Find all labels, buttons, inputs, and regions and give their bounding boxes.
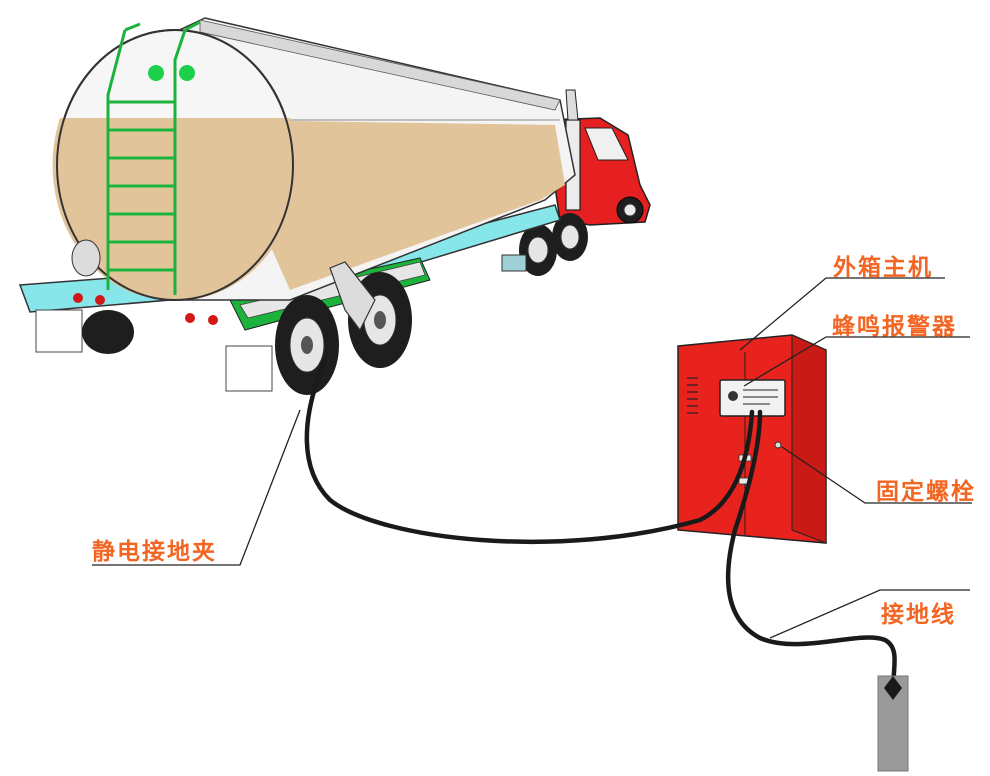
green-light-icon <box>148 65 164 81</box>
cables <box>304 357 897 693</box>
leader-bolt <box>781 446 972 504</box>
label-static-clamp: 静电接地夹 <box>92 539 217 565</box>
buzzer-alarm-panel <box>719 379 786 417</box>
tank-ladder <box>106 20 201 295</box>
grounding-cabinet <box>677 334 827 544</box>
label-buzzer-alarm: 蜂鸣报警器 <box>832 314 957 340</box>
ground-wire <box>725 409 897 693</box>
clamp-cable <box>304 357 755 545</box>
leader-lines <box>92 277 972 639</box>
rear-axles <box>82 261 412 395</box>
leader-host <box>739 277 945 351</box>
green-light-icon <box>179 65 195 81</box>
fixing-bolt <box>774 441 782 449</box>
leader-clamp <box>92 409 301 566</box>
ground-rod <box>877 675 909 772</box>
label-ground-wire: 接地线 <box>881 602 956 628</box>
front-axles <box>501 213 588 276</box>
leader-wire <box>769 589 970 639</box>
tanker-truck <box>18 17 651 395</box>
cabinet-vent <box>687 377 698 414</box>
label-fixing-bolt: 固定螺栓 <box>876 479 976 505</box>
leader-buzzer <box>743 336 970 387</box>
label-host-cabinet: 外箱主机 <box>833 255 933 281</box>
